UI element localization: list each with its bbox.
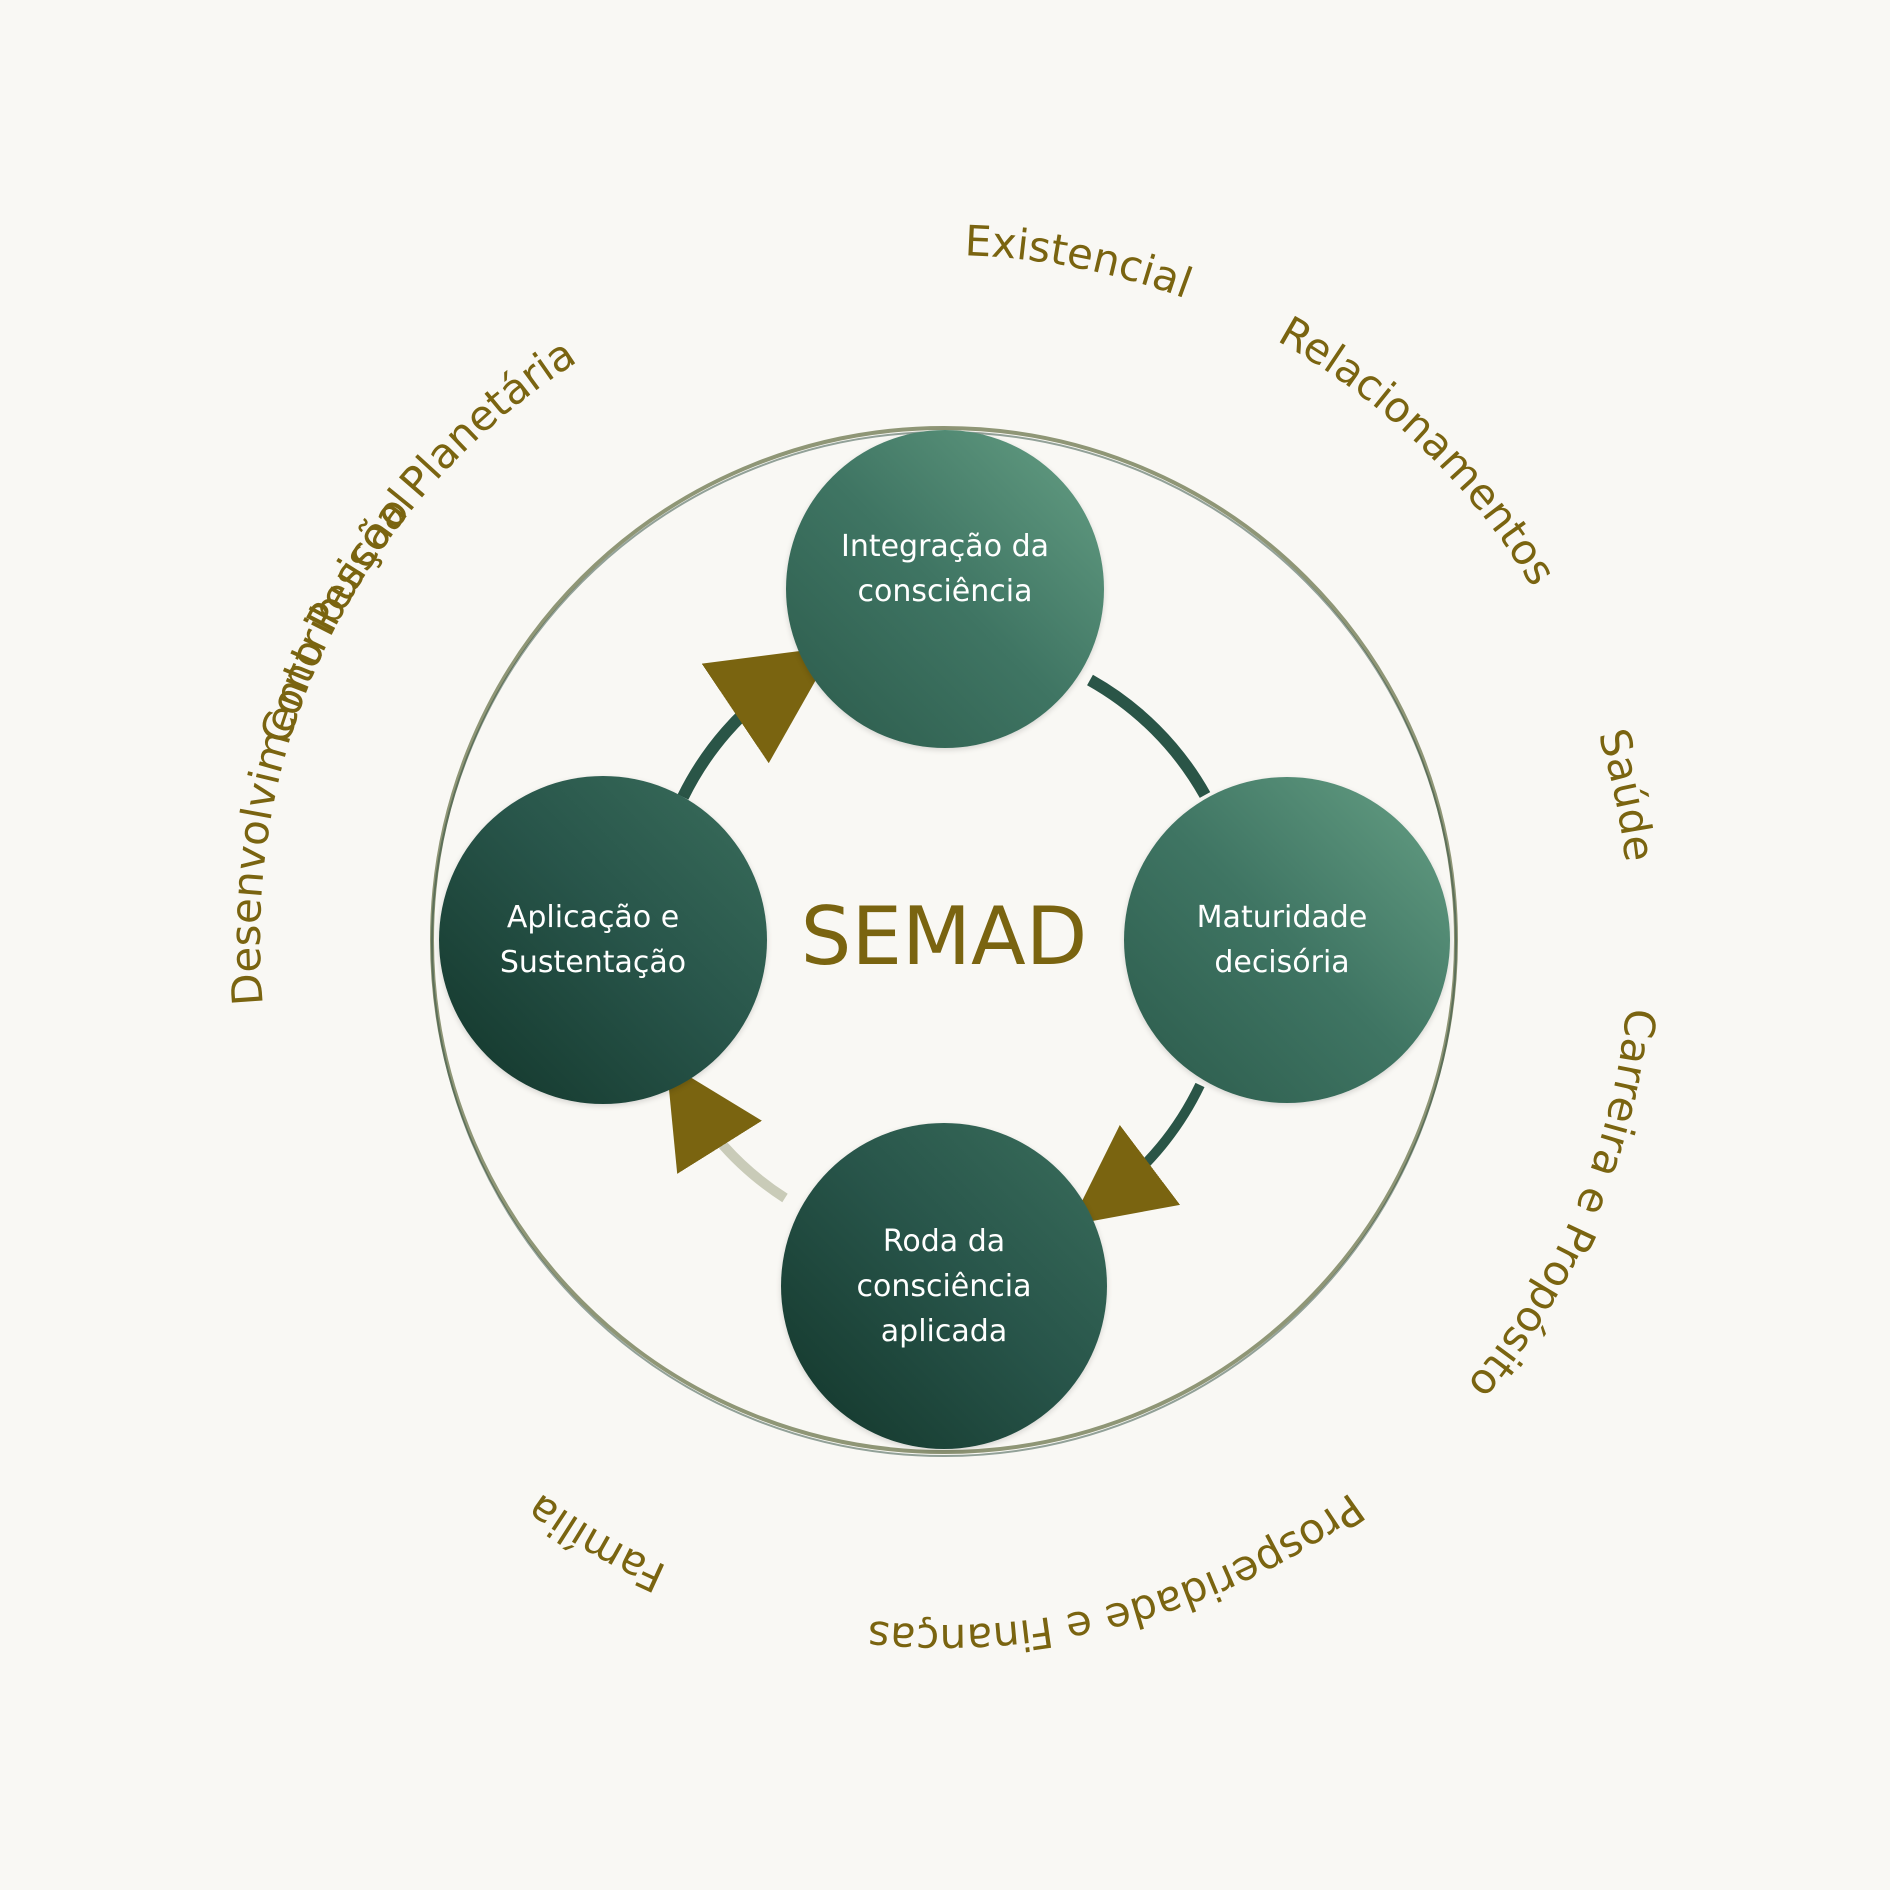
arrow-bottom-to-left [666, 1062, 788, 1203]
arrow-left-to-top [677, 646, 835, 800]
node-aplicacao: Aplicação e Sustentação [439, 776, 767, 1104]
node-label: Roda da consciência aplicada [856, 1223, 1032, 1349]
outer-label: Carreira e Propósito [1459, 1006, 1666, 1409]
outer-label: Prosperidade e Finanças [865, 1484, 1373, 1664]
node-label: Maturidade decisória [1196, 900, 1368, 980]
outer-label: Contribuição Planetária [251, 329, 584, 749]
arrow-right-to-bottom [1070, 1082, 1205, 1226]
outer-label: Relacionamentos [1271, 306, 1566, 593]
node-label: Integração da consciência [840, 529, 1050, 609]
node-integracao: Integração da consciência [786, 430, 1104, 748]
outer-label: Desenvolvimento Pessoal [221, 480, 424, 1008]
outer-label: Consciência Existencial [0, 0, 1199, 308]
node-label: Aplicação e Sustentação [499, 900, 687, 980]
outer-label: Família [518, 1484, 672, 1601]
outer-label: Saúde [1589, 723, 1665, 864]
node-roda: Roda da consciência aplicada [781, 1123, 1107, 1449]
node-maturidade: Maturidade decisória [1124, 777, 1450, 1103]
arrow-top-to-right [1087, 674, 1211, 798]
center-title: SEMAD [800, 890, 1088, 983]
